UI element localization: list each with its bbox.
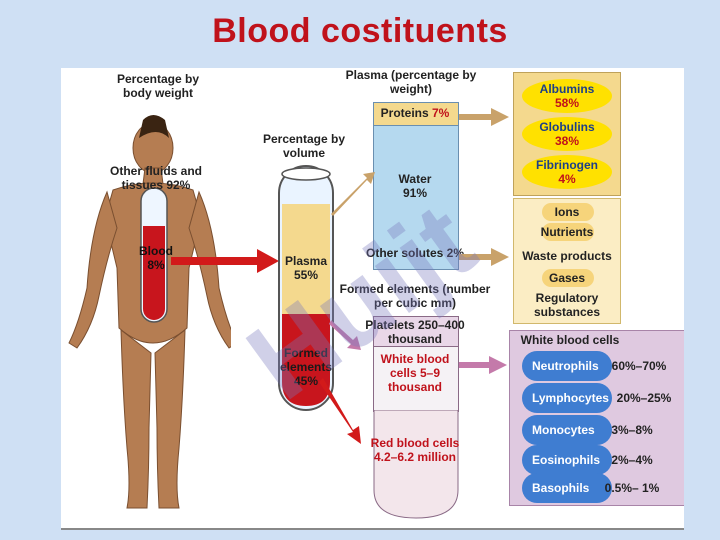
plasma-heading: Plasma (percentage by weight) xyxy=(345,68,477,96)
wbc-name: Lymphocytes xyxy=(532,391,609,405)
other-fluids-label: Other fluids and tissues 92% xyxy=(109,164,202,192)
wbc-pct: 20%–25% xyxy=(616,391,672,405)
connector-arrows xyxy=(319,108,509,444)
other-solutes-label: Other solutes 2% xyxy=(365,246,465,260)
plasma-column xyxy=(373,102,459,270)
proteins-to-box-arrow xyxy=(459,108,509,126)
centrifuge-tube xyxy=(278,165,334,411)
solute-waste: Waste products xyxy=(522,249,612,263)
solute-pill xyxy=(542,203,594,221)
wbc-basophils: Basophils xyxy=(522,473,612,503)
solutes-to-box-arrow xyxy=(459,248,509,266)
body-blood-tube xyxy=(140,187,168,323)
solute-pill xyxy=(542,223,594,241)
wbc-name: Basophils xyxy=(532,481,590,495)
protein-pct: 38% xyxy=(554,134,580,148)
wbc-box: White blood cells Neutrophils 60%–70% Ly… xyxy=(509,330,684,506)
body-to-tube-arrow xyxy=(171,249,279,273)
formed-heading: Formed elements (number per cubic mm) xyxy=(339,282,491,310)
tube-formed-label: Formed elements 45% xyxy=(279,346,333,388)
protein-name: Globulins xyxy=(539,120,595,134)
wbc-pct: 2%–4% xyxy=(611,453,653,467)
diagram-panel: Percentage by body weight Other fluids a… xyxy=(61,68,684,530)
proteins-name: Proteins xyxy=(380,106,429,120)
wbc-monocytes: Monocytes xyxy=(522,415,612,445)
wbc-heading: White blood cells xyxy=(520,333,620,347)
rbc-label: Red blood cells 4.2–6.2 million xyxy=(370,436,460,464)
protein-name: Fibrinogen xyxy=(536,158,598,172)
solute-gases: Gases xyxy=(548,271,586,285)
proteins-box: Albumins 58% Globulins 38% Fibrinogen 4% xyxy=(513,72,621,196)
solute-pill xyxy=(542,269,594,287)
solute-regulatory: Regulatory substances xyxy=(534,291,601,319)
water-label: Water 91% xyxy=(398,172,432,200)
rbc-column xyxy=(373,410,459,519)
wbc-neutrophils: Neutrophils xyxy=(522,351,612,381)
wbc-pct: 60%–70% xyxy=(611,359,667,373)
protein-albumins: Albumins 58% xyxy=(522,79,612,113)
human-figure xyxy=(68,115,231,509)
wbc-eosinophils: Eosinophils xyxy=(522,445,612,475)
tube-to-formed-arrow xyxy=(329,320,361,350)
slide-title: Blood costituents xyxy=(212,12,508,50)
wbc-name: Neutrophils xyxy=(532,359,599,373)
proteins-pct: 7% xyxy=(432,106,450,120)
solutes-box: Ions Nutrients Waste products Gases Regu… xyxy=(513,198,621,324)
protein-globulins: Globulins 38% xyxy=(522,117,612,151)
body-weight-heading: Percentage by body weight xyxy=(116,72,200,100)
platelets-label: Platelets 250–400 thousand xyxy=(365,318,465,346)
wbc-pct: 0.5%– 1% xyxy=(604,481,660,495)
protein-name: Albumins xyxy=(539,82,595,96)
wbc-name: Eosinophils xyxy=(532,453,601,467)
volume-heading: Percentage by volume xyxy=(262,132,346,160)
solute-ions: Ions xyxy=(554,205,580,219)
wbc-pct: 3%–8% xyxy=(611,423,653,437)
tube-to-rbc-arrow xyxy=(319,378,361,444)
blood-label: Blood 8% xyxy=(139,244,173,272)
wbc-name: Monocytes xyxy=(532,423,595,437)
tube-plasma-label: Plasma 55% xyxy=(284,254,328,282)
wbc-count-label: White blood cells 5–9 thousand xyxy=(380,352,450,394)
protein-pct: 58% xyxy=(554,96,580,110)
proteins-label: Proteins 7% xyxy=(373,106,457,120)
wbc-lymphocytes: Lymphocytes xyxy=(522,383,612,413)
wbc-to-box-arrow xyxy=(459,356,507,374)
proteins-band xyxy=(373,102,459,126)
wbc-band xyxy=(373,346,459,412)
protein-pct: 4% xyxy=(558,172,576,186)
protein-fibrinogen: Fibrinogen 4% xyxy=(522,155,612,189)
tube-to-plasma-arrow xyxy=(331,172,375,216)
solute-nutrients: Nutrients xyxy=(540,225,594,239)
